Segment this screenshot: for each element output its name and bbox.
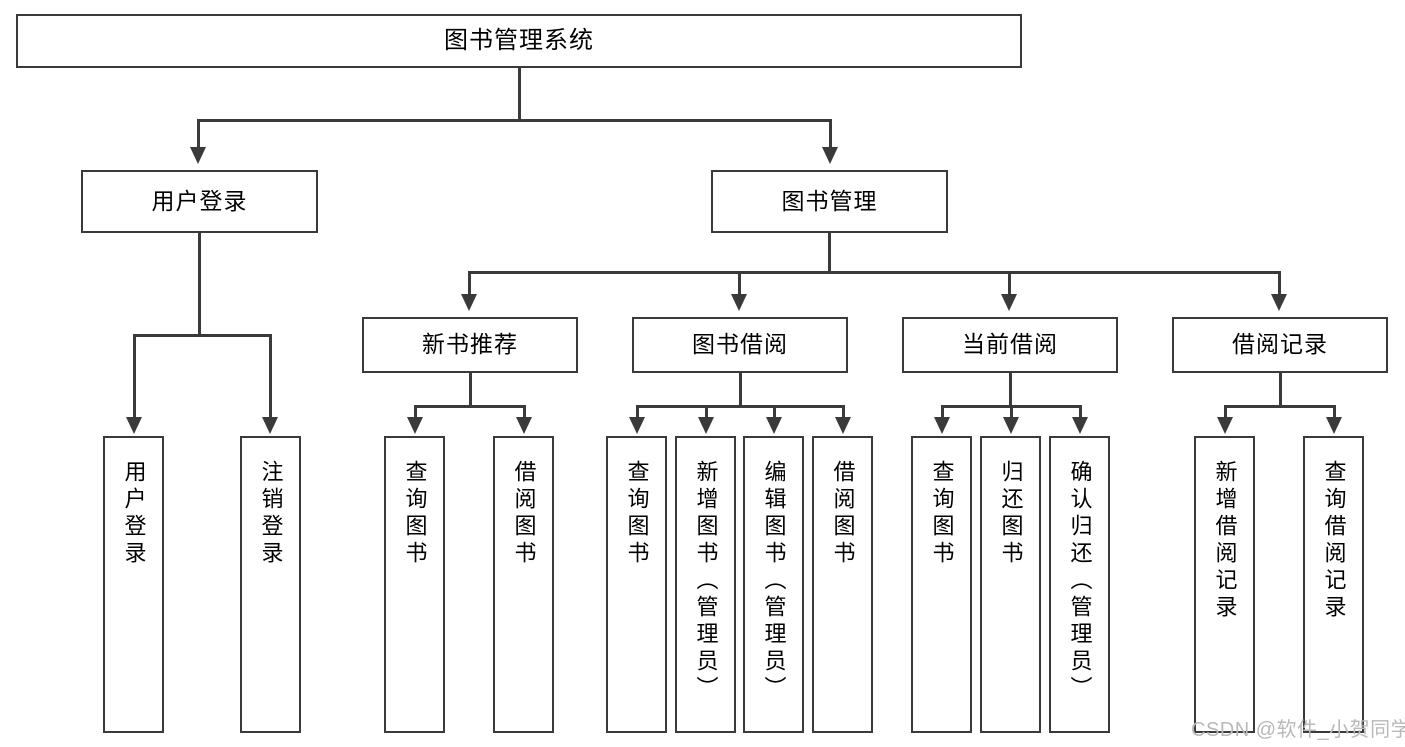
arrow-cb-to-leaf-3 — [1072, 417, 1088, 434]
arrow-cb-to-leaf-1 — [934, 417, 950, 434]
connector-root-stem — [518, 68, 521, 120]
connector-bm-to-book-borrow — [738, 271, 741, 296]
node-label: 图书管理系统 — [444, 26, 594, 54]
connector-bb-to-leaf-2 — [705, 405, 708, 419]
leaf-label: 借阅图书 — [511, 460, 537, 568]
connector-bb-to-leaf-4 — [842, 405, 845, 419]
connector-user-login-to-leaf-1 — [133, 334, 136, 419]
connector-borrow-record-bus — [1224, 405, 1335, 408]
arrow-root-to-book-management — [822, 147, 838, 164]
node-label: 图书管理 — [781, 187, 878, 214]
leaf-label: 借阅图书 — [830, 460, 856, 568]
arrow-br-to-leaf-2 — [1326, 417, 1342, 434]
connector-book-management-bus — [468, 271, 1278, 274]
connector-bm-to-new-book — [468, 271, 471, 296]
leaf-label: 编辑图书（管理员） — [761, 460, 787, 703]
connector-book-borrow-bus — [636, 405, 844, 408]
connector-new-book-bus — [414, 405, 525, 408]
leaf-add-borrow-record[interactable]: 新增借阅记录 — [1194, 436, 1255, 733]
connector-bb-to-leaf-3 — [773, 405, 776, 419]
leaf-label: 用户登录 — [121, 460, 147, 568]
node-label: 图书借阅 — [692, 331, 788, 358]
connector-cb-to-leaf-3 — [1079, 405, 1082, 419]
node-label: 当前借阅 — [962, 331, 1058, 358]
connector-root-bus — [197, 119, 831, 122]
node-current-borrow[interactable]: 当前借阅 — [902, 317, 1118, 373]
connector-bb-to-leaf-1 — [636, 405, 639, 419]
leaf-label: 查询图书 — [402, 460, 428, 568]
connector-root-to-user-login — [197, 119, 200, 149]
leaf-label: 查询图书 — [624, 460, 650, 568]
node-borrow-record[interactable]: 借阅记录 — [1172, 317, 1388, 373]
leaf-label: 查询借阅记录 — [1321, 460, 1347, 622]
arrow-new-book-to-leaf-2 — [516, 417, 532, 434]
leaf-borrow-book[interactable]: 借阅图书 — [812, 436, 873, 733]
arrow-bm-to-borrow-record — [1271, 294, 1287, 311]
arrow-bb-to-leaf-1 — [629, 417, 645, 434]
arrow-br-to-leaf-1 — [1217, 417, 1233, 434]
arrow-bm-to-current-borrow — [1001, 294, 1017, 311]
connector-current-borrow-stem — [1009, 373, 1012, 407]
connector-br-to-leaf-1 — [1224, 405, 1227, 419]
connector-borrow-record-stem — [1279, 373, 1282, 407]
leaf-return-book[interactable]: 归还图书 — [980, 436, 1041, 733]
node-book-management[interactable]: 图书管理 — [711, 170, 948, 233]
node-label: 借阅记录 — [1232, 331, 1328, 358]
node-label: 新书推荐 — [422, 331, 518, 358]
connector-new-book-to-leaf-1 — [414, 405, 417, 419]
watermark-text: CSDN @软件_小贺同学 — [1191, 719, 1405, 741]
arrow-bb-to-leaf-4 — [835, 417, 851, 434]
arrow-cb-to-leaf-2 — [1003, 417, 1019, 434]
arrow-bm-to-new-book — [461, 294, 477, 311]
connector-root-to-book-management — [829, 119, 832, 149]
leaf-label: 查询图书 — [929, 460, 955, 568]
node-book-borrow[interactable]: 图书借阅 — [632, 317, 848, 373]
connector-user-login-bus — [133, 334, 271, 337]
node-new-book-recommend[interactable]: 新书推荐 — [362, 317, 578, 373]
arrow-user-login-to-leaf-2 — [262, 417, 278, 434]
connector-book-borrow-stem — [739, 373, 742, 407]
node-book-management-system[interactable]: 图书管理系统 — [16, 14, 1022, 68]
arrow-bb-to-leaf-2 — [698, 417, 714, 434]
arrow-root-to-user-login — [190, 147, 206, 164]
leaf-confirm-return-admin[interactable]: 确认归还（管理员） — [1049, 436, 1110, 733]
leaf-edit-book-admin[interactable]: 编辑图书（管理员） — [743, 436, 804, 733]
leaf-label: 注销登录 — [258, 460, 284, 568]
arrow-bm-to-book-borrow — [731, 294, 747, 311]
leaf-query-book-new[interactable]: 查询图书 — [384, 436, 445, 733]
connector-cb-to-leaf-2 — [1010, 405, 1013, 419]
connector-new-book-stem — [469, 373, 472, 407]
leaf-label: 确认归还（管理员） — [1067, 460, 1093, 703]
leaf-query-book-current[interactable]: 查询图书 — [911, 436, 972, 733]
leaf-query-borrow-record[interactable]: 查询借阅记录 — [1303, 436, 1364, 733]
arrow-bb-to-leaf-3 — [766, 417, 782, 434]
leaf-user-login[interactable]: 用户登录 — [103, 436, 164, 733]
connector-bm-to-current-borrow — [1008, 271, 1011, 296]
leaf-logout[interactable]: 注销登录 — [240, 436, 301, 733]
connector-user-login-stem — [198, 233, 201, 336]
leaf-label: 归还图书 — [998, 460, 1024, 568]
leaf-label: 新增图书（管理员） — [693, 460, 719, 703]
connector-cb-to-leaf-1 — [941, 405, 944, 419]
connector-user-login-to-leaf-2 — [269, 334, 272, 419]
node-label: 用户登录 — [151, 187, 248, 214]
connector-book-management-stem — [828, 233, 831, 273]
connector-br-to-leaf-2 — [1333, 405, 1336, 419]
arrow-user-login-to-leaf-1 — [126, 417, 142, 434]
connector-bm-to-borrow-record — [1278, 271, 1281, 296]
connector-new-book-to-leaf-2 — [523, 405, 526, 419]
leaf-query-book-borrow[interactable]: 查询图书 — [606, 436, 667, 733]
leaf-borrow-book-new[interactable]: 借阅图书 — [493, 436, 554, 733]
arrow-new-book-to-leaf-1 — [407, 417, 423, 434]
node-user-login[interactable]: 用户登录 — [81, 170, 318, 233]
leaf-label: 新增借阅记录 — [1212, 460, 1238, 622]
leaf-add-book-admin[interactable]: 新增图书（管理员） — [675, 436, 736, 733]
